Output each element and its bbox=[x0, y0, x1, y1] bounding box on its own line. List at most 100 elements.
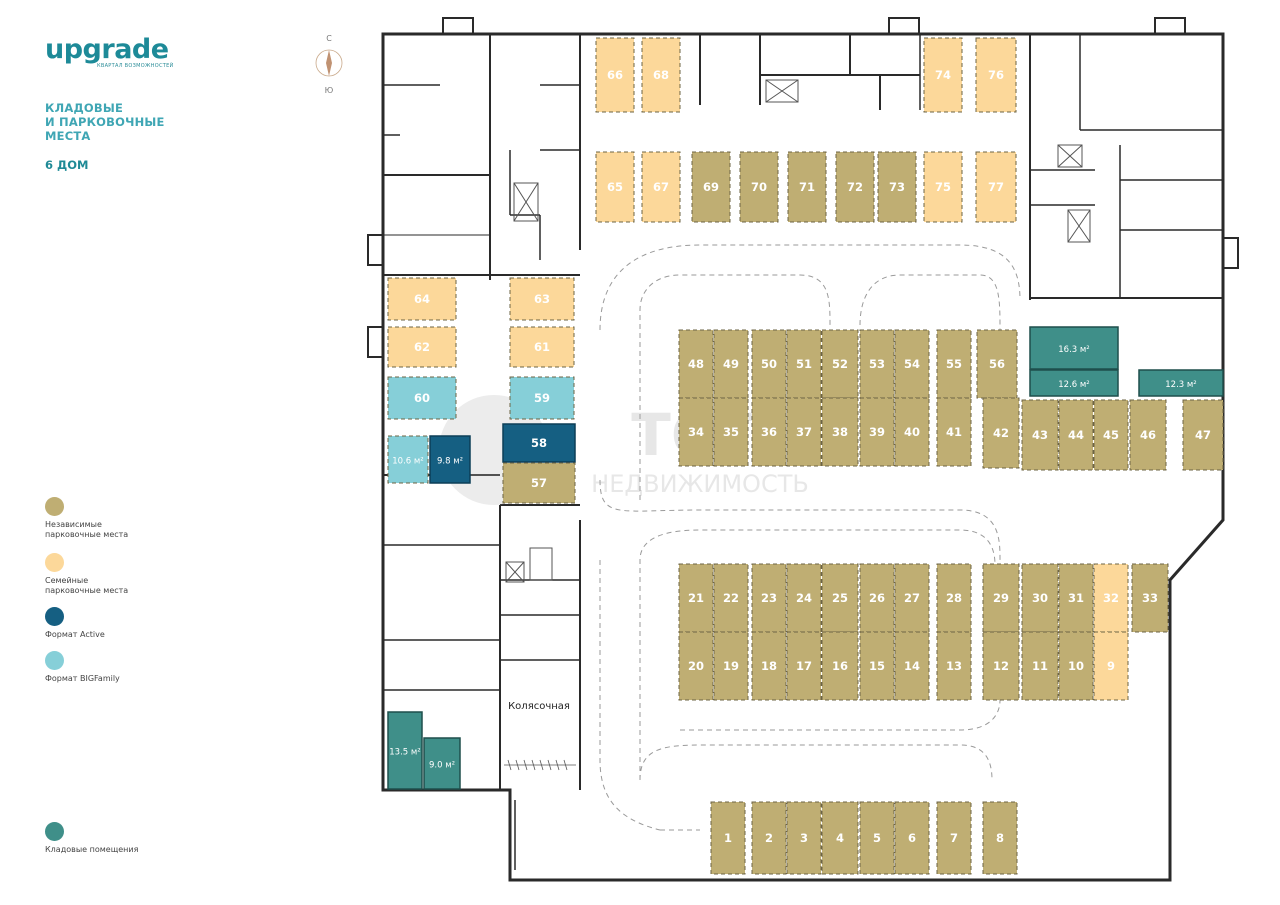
parking-spot-57[interactable]: 57 bbox=[502, 462, 576, 504]
parking-spot-24[interactable]: 24 bbox=[786, 563, 822, 633]
parking-spot-7[interactable]: 7 bbox=[936, 801, 972, 875]
parking-spot-area bbox=[678, 397, 714, 467]
parking-spot-55[interactable]: 55 bbox=[936, 329, 972, 399]
parking-spot-76[interactable]: 76 bbox=[975, 37, 1017, 113]
parking-spot-5[interactable]: 5 bbox=[859, 801, 895, 875]
parking-spot-58[interactable]: 58 bbox=[502, 423, 576, 463]
parking-spot-74[interactable]: 74 bbox=[923, 37, 963, 113]
legend-label-line2: парковочные места bbox=[45, 530, 129, 539]
parking-spot-label: 56 bbox=[989, 357, 1005, 371]
parking-spot-70[interactable]: 70 bbox=[739, 151, 779, 223]
parking-spot-15[interactable]: 15 bbox=[859, 631, 895, 701]
parking-spot-69[interactable]: 69 bbox=[691, 151, 731, 223]
parking-spot-12-6-[interactable]: 12.6 м² bbox=[1029, 369, 1119, 397]
parking-spot-73[interactable]: 73 bbox=[877, 151, 917, 223]
parking-spot-59[interactable]: 59 bbox=[509, 376, 575, 420]
parking-spot-51[interactable]: 51 bbox=[786, 329, 822, 399]
parking-spot-30[interactable]: 30 bbox=[1021, 563, 1059, 633]
parking-spot-64[interactable]: 64 bbox=[387, 277, 457, 321]
parking-spot-66[interactable]: 66 bbox=[595, 37, 635, 113]
parking-spot-28[interactable]: 28 bbox=[936, 563, 972, 633]
parking-spot-48[interactable]: 48 bbox=[678, 329, 714, 399]
parking-spot-50[interactable]: 50 bbox=[751, 329, 787, 399]
parking-spot-53[interactable]: 53 bbox=[859, 329, 895, 399]
parking-spot-61[interactable]: 61 bbox=[509, 326, 575, 368]
parking-spot-1[interactable]: 1 bbox=[710, 801, 746, 875]
parking-spot-12-3-[interactable]: 12.3 м² bbox=[1138, 369, 1224, 397]
parking-spot-22[interactable]: 22 bbox=[713, 563, 749, 633]
parking-spot-23[interactable]: 23 bbox=[751, 563, 787, 633]
parking-spot-47[interactable]: 47 bbox=[1182, 399, 1224, 471]
parking-spot-42[interactable]: 42 bbox=[982, 397, 1020, 469]
parking-spot-label: 15 bbox=[869, 659, 885, 673]
parking-spot-56[interactable]: 56 bbox=[976, 329, 1018, 399]
parking-spot-38[interactable]: 38 bbox=[821, 397, 859, 467]
parking-spot-12[interactable]: 12 bbox=[982, 631, 1020, 701]
parking-spot-26[interactable]: 26 bbox=[859, 563, 895, 633]
parking-spot-17[interactable]: 17 bbox=[786, 631, 822, 701]
parking-spot-4[interactable]: 4 bbox=[821, 801, 859, 875]
parking-spot-14[interactable]: 14 bbox=[894, 631, 930, 701]
parking-spot-36[interactable]: 36 bbox=[751, 397, 787, 467]
parking-spot-77[interactable]: 77 bbox=[975, 151, 1017, 223]
parking-spot-3[interactable]: 3 bbox=[786, 801, 822, 875]
parking-spot-label: 50 bbox=[761, 357, 777, 371]
parking-spot-area bbox=[1138, 369, 1224, 397]
parking-spot-35[interactable]: 35 bbox=[713, 397, 749, 467]
parking-spot-13[interactable]: 13 bbox=[936, 631, 972, 701]
parking-spot-9-8-[interactable]: 9.8 м² bbox=[429, 435, 471, 484]
parking-spot-label: 39 bbox=[869, 425, 885, 439]
parking-spot-71[interactable]: 71 bbox=[787, 151, 827, 223]
parking-spot-8[interactable]: 8 bbox=[982, 801, 1018, 875]
parking-spot-27[interactable]: 27 bbox=[894, 563, 930, 633]
parking-spot-54[interactable]: 54 bbox=[894, 329, 930, 399]
parking-spot-10[interactable]: 10 bbox=[1058, 631, 1094, 701]
parking-spot-6[interactable]: 6 bbox=[894, 801, 930, 875]
parking-spot-area bbox=[859, 329, 895, 399]
parking-spot-72[interactable]: 72 bbox=[835, 151, 875, 223]
parking-spot-37[interactable]: 37 bbox=[786, 397, 822, 467]
parking-spot-label: 37 bbox=[796, 425, 812, 439]
parking-spot-65[interactable]: 65 bbox=[595, 151, 635, 223]
parking-spot-10-6-[interactable]: 10.6 м² bbox=[387, 435, 429, 484]
parking-spot-67[interactable]: 67 bbox=[641, 151, 681, 223]
parking-spot-label: 46 bbox=[1140, 428, 1156, 442]
parking-spot-label: 12.6 м² bbox=[1058, 380, 1089, 390]
parking-spot-9-0-[interactable]: 9.0 м² bbox=[423, 737, 461, 790]
parking-spot-46[interactable]: 46 bbox=[1129, 399, 1167, 471]
parking-spot-40[interactable]: 40 bbox=[894, 397, 930, 467]
parking-spot-44[interactable]: 44 bbox=[1058, 399, 1094, 471]
parking-spot-68[interactable]: 68 bbox=[641, 37, 681, 113]
parking-spot-49[interactable]: 49 bbox=[713, 329, 749, 399]
parking-spot-25[interactable]: 25 bbox=[821, 563, 859, 633]
parking-spot-63[interactable]: 63 bbox=[509, 277, 575, 321]
page-title: КЛАДОВЫЕ И ПАРКОВОЧНЫЕ МЕСТА bbox=[45, 101, 165, 143]
parking-spot-60[interactable]: 60 bbox=[387, 376, 457, 420]
parking-spot-43[interactable]: 43 bbox=[1021, 399, 1059, 471]
parking-spot-2[interactable]: 2 bbox=[751, 801, 787, 875]
legend-item-storage: Кладовые помещения bbox=[45, 822, 138, 855]
parking-spot-16[interactable]: 16 bbox=[821, 631, 859, 701]
parking-spot-75[interactable]: 75 bbox=[923, 151, 963, 223]
parking-spot-label: 22 bbox=[723, 591, 739, 605]
parking-spot-11[interactable]: 11 bbox=[1021, 631, 1059, 701]
parking-spot-20[interactable]: 20 bbox=[678, 631, 714, 701]
parking-spot-13-5-[interactable]: 13.5 м² bbox=[387, 711, 423, 790]
parking-spot-9[interactable]: 9 bbox=[1093, 631, 1129, 701]
parking-spot-45[interactable]: 45 bbox=[1093, 399, 1129, 471]
parking-spot-33[interactable]: 33 bbox=[1131, 563, 1169, 633]
parking-spot-39[interactable]: 39 bbox=[859, 397, 895, 467]
parking-spot-label: 12.3 м² bbox=[1165, 380, 1196, 390]
parking-spot-16-3-[interactable]: 16.3 м² bbox=[1029, 326, 1119, 370]
parking-spot-32[interactable]: 32 bbox=[1093, 563, 1129, 633]
parking-spot-52[interactable]: 52 bbox=[821, 329, 859, 399]
parking-spot-19[interactable]: 19 bbox=[713, 631, 749, 701]
parking-spot-29[interactable]: 29 bbox=[982, 563, 1020, 633]
parking-spot-21[interactable]: 21 bbox=[678, 563, 714, 633]
parking-spot-34[interactable]: 34 bbox=[678, 397, 714, 467]
parking-spot-41[interactable]: 41 bbox=[936, 397, 972, 467]
parking-spot-area bbox=[678, 563, 714, 633]
parking-spot-62[interactable]: 62 bbox=[387, 326, 457, 368]
parking-spot-18[interactable]: 18 bbox=[751, 631, 787, 701]
parking-spot-31[interactable]: 31 bbox=[1058, 563, 1094, 633]
